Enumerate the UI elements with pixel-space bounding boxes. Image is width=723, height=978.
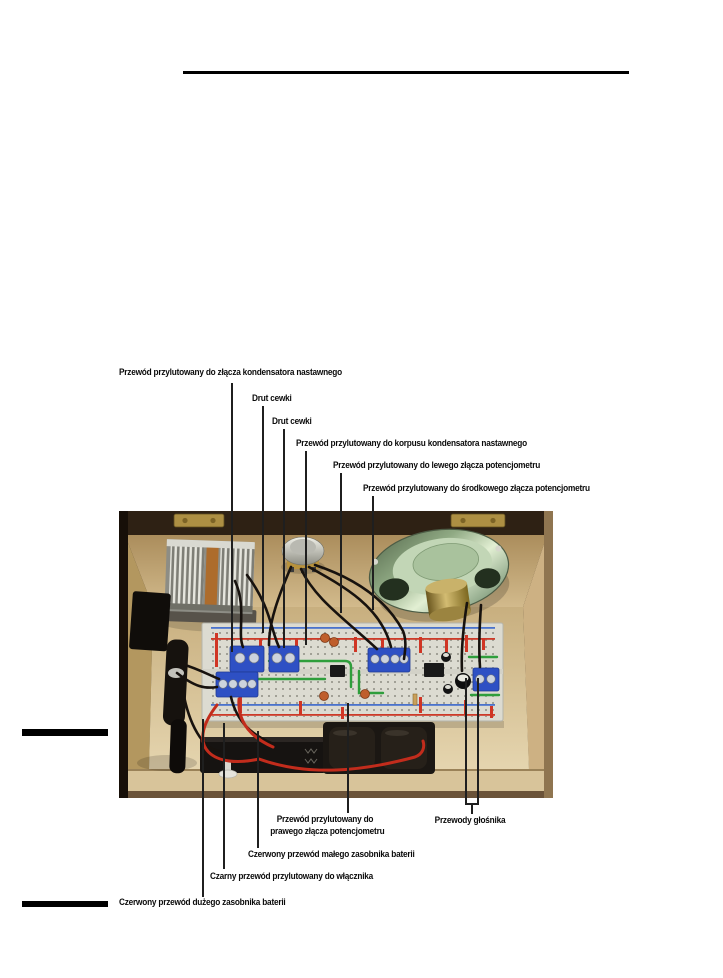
figure-photo xyxy=(119,511,553,798)
leader-line xyxy=(305,451,307,645)
callout-label: Czarny przewód przylutowany do włącznika xyxy=(210,871,374,882)
black-wires xyxy=(175,563,483,753)
variable-capacitor xyxy=(157,539,258,632)
leader-line xyxy=(202,719,204,897)
leader-line xyxy=(372,496,374,610)
callout-label: Drut cewki xyxy=(252,393,292,404)
header-rule xyxy=(183,71,629,74)
hinge xyxy=(173,513,225,528)
callout-label: Przewód przylutowany do prawego złącza p… xyxy=(270,814,385,838)
leader-line xyxy=(340,473,342,613)
ic-chip xyxy=(330,663,444,677)
leader-line xyxy=(347,703,349,813)
callout-label: Czerwony przewód małego zasobnika bateri… xyxy=(248,849,415,860)
red-jumpers xyxy=(215,633,493,719)
callout-label: Drut cewki xyxy=(272,416,312,427)
speaker xyxy=(368,528,510,622)
leader-line xyxy=(283,429,285,648)
speaker-magnet xyxy=(425,578,471,622)
callout-label: Przewód przylutowany do środkowego złącz… xyxy=(363,483,590,494)
resistor xyxy=(412,693,418,706)
leader-line xyxy=(262,406,264,633)
callout-label: Czerwony przewód dużego zasobnika bateri… xyxy=(119,897,286,908)
potentiometer xyxy=(281,536,325,574)
leader-line xyxy=(471,804,473,814)
callout-label: Przewód przylutowany do lewego złącza po… xyxy=(333,460,541,471)
hinge xyxy=(450,513,506,528)
callout-label: Przewody głośnika xyxy=(434,815,506,826)
battery-holder-large xyxy=(323,722,435,774)
leader-line xyxy=(223,723,225,869)
callout-label: Przewód przylutowany do złącza kondensat… xyxy=(119,367,342,378)
red-wires xyxy=(201,697,426,772)
leader-line xyxy=(465,678,467,804)
leader-line xyxy=(477,678,479,804)
leader-line xyxy=(257,731,259,848)
margin-marker xyxy=(22,901,108,907)
disc-capacitors xyxy=(319,633,370,701)
electrolytic-capacitor xyxy=(455,673,471,689)
callout-label: Przewód przylutowany do korpusu kondensa… xyxy=(296,438,527,449)
leader-line xyxy=(231,383,233,652)
transistors xyxy=(441,652,453,694)
margin-marker xyxy=(22,729,108,736)
leader-bracket xyxy=(465,803,479,805)
